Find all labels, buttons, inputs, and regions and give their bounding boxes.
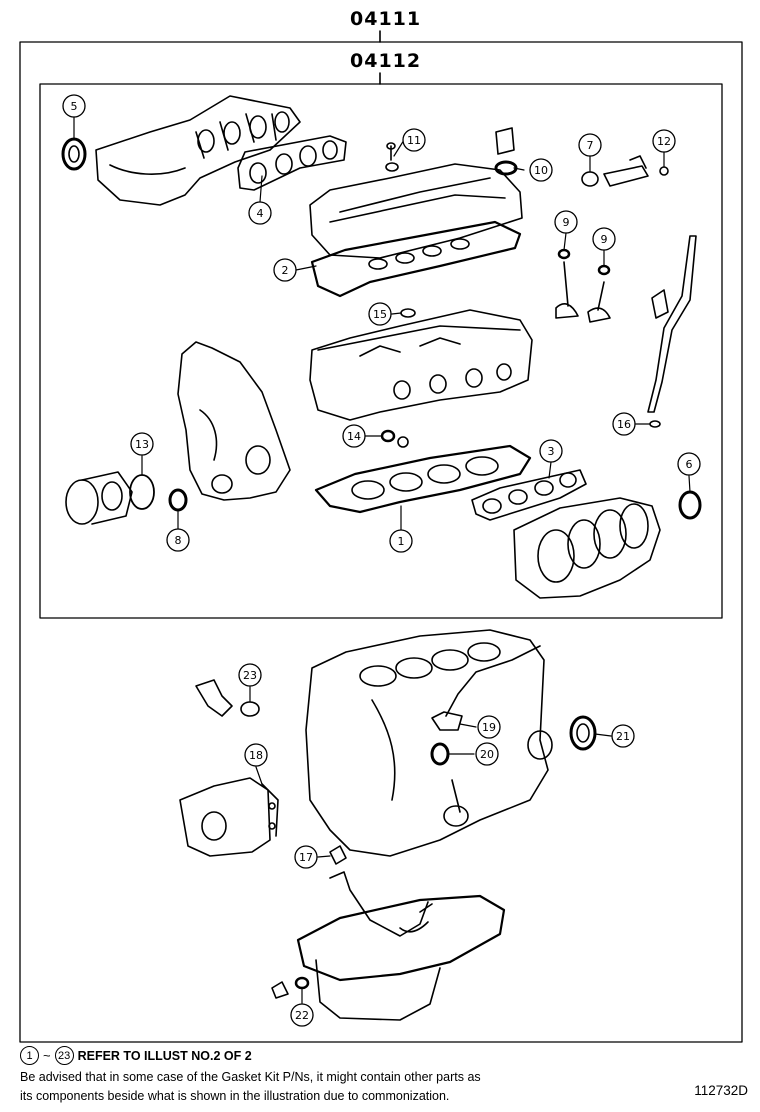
callout-circles — [62, 94, 701, 1027]
callout-3: 3 — [548, 445, 555, 458]
advisory-note-line-2: its components beside what is shown in t… — [20, 1089, 450, 1103]
inner-kit-label: 04112 — [350, 50, 422, 72]
callout-9-a: 9 — [563, 216, 570, 229]
oil-pipe-drawing — [445, 645, 541, 717]
bolt-11-drawing — [385, 142, 399, 172]
callout-2: 2 — [282, 264, 289, 277]
intake-gasket-3-drawing — [471, 469, 587, 521]
reference-line: 1 ~ 23 REFER TO ILLUST NO.2 OF 2 — [20, 1046, 252, 1065]
callout-7: 7 — [587, 139, 594, 152]
valves-9-drawing — [555, 248, 611, 323]
callout-6: 6 — [686, 458, 693, 471]
ref-start-circle: 1 — [20, 1046, 39, 1065]
callout-20: 20 — [480, 748, 494, 761]
strainer-gasket-17-drawing — [329, 845, 347, 865]
callout-17: 17 — [299, 851, 313, 864]
callout-11: 11 — [407, 134, 421, 147]
callout-9-b: 9 — [601, 233, 608, 246]
seal-6-drawing — [678, 490, 702, 520]
timing-cover-drawing — [177, 341, 291, 501]
drain-plug-22-drawing — [271, 976, 310, 999]
advisory-note-line-1: Be advised that in some case of the Gask… — [20, 1070, 481, 1084]
callout-23: 23 — [243, 669, 257, 682]
rear-oil-seal-21-drawing — [569, 715, 597, 751]
head-cover-gasket-drawing — [310, 220, 522, 298]
head-gasket-1-drawing — [314, 444, 532, 514]
gasket-19-drawing — [431, 711, 463, 731]
ref-end-circle: 23 — [54, 1046, 74, 1065]
callout-4: 4 — [257, 207, 264, 220]
plug-14-drawing — [380, 429, 409, 448]
cylinder-block-drawing — [305, 629, 553, 857]
water-pump-drawing — [65, 471, 133, 525]
inner-kit-frame — [39, 83, 723, 619]
injector-drawing — [581, 155, 669, 187]
callout-19: 19 — [482, 721, 496, 734]
callout-22: 22 — [295, 1009, 309, 1022]
callout-21: 21 — [616, 730, 630, 743]
callout-1: 1 — [398, 535, 405, 548]
callout-leaders — [73, 116, 691, 1004]
callout-8: 8 — [175, 534, 182, 547]
callout-18: 18 — [249, 749, 263, 762]
callout-14: 14 — [347, 430, 361, 443]
exhaust-manifold-drawing — [95, 95, 301, 206]
dipstick-16-drawing — [647, 235, 697, 428]
cylinder-head-cover-drawing — [309, 163, 523, 259]
callout-labels: 5 4 11 10 7 12 2 9 9 15 14 16 13 8 1 3 6… — [71, 100, 693, 1022]
outer-kit-frame — [19, 41, 743, 1043]
o-ring-13-drawing — [129, 474, 155, 510]
seal-8-drawing — [168, 488, 188, 512]
callout-13: 13 — [135, 438, 149, 451]
cylinder-head-drawing — [309, 309, 533, 421]
figure-number: 112732D — [694, 1083, 748, 1098]
callout-5: 5 — [71, 100, 78, 113]
oil-strainer-drawing — [329, 871, 429, 937]
intake-manifold-drawing — [513, 497, 661, 599]
outer-kit-label: 04111 — [350, 8, 422, 30]
oil-cap-10-drawing — [494, 127, 518, 176]
oil-pan-drawing — [296, 894, 506, 1021]
callout-16: 16 — [617, 418, 631, 431]
exhaust-manifold-gasket-drawing — [237, 135, 347, 191]
callout-10: 10 — [534, 164, 548, 177]
callout-15: 15 — [373, 308, 387, 321]
seal-15-drawing — [400, 308, 416, 318]
ref-text: REFER TO ILLUST NO.2 OF 2 — [77, 1048, 252, 1063]
oil-pump-18-drawing — [179, 777, 279, 857]
ref-tilde: ~ — [43, 1048, 51, 1063]
seal-5-drawing — [61, 137, 87, 171]
seal-20-drawing — [430, 742, 450, 766]
callout-12: 12 — [657, 135, 671, 148]
